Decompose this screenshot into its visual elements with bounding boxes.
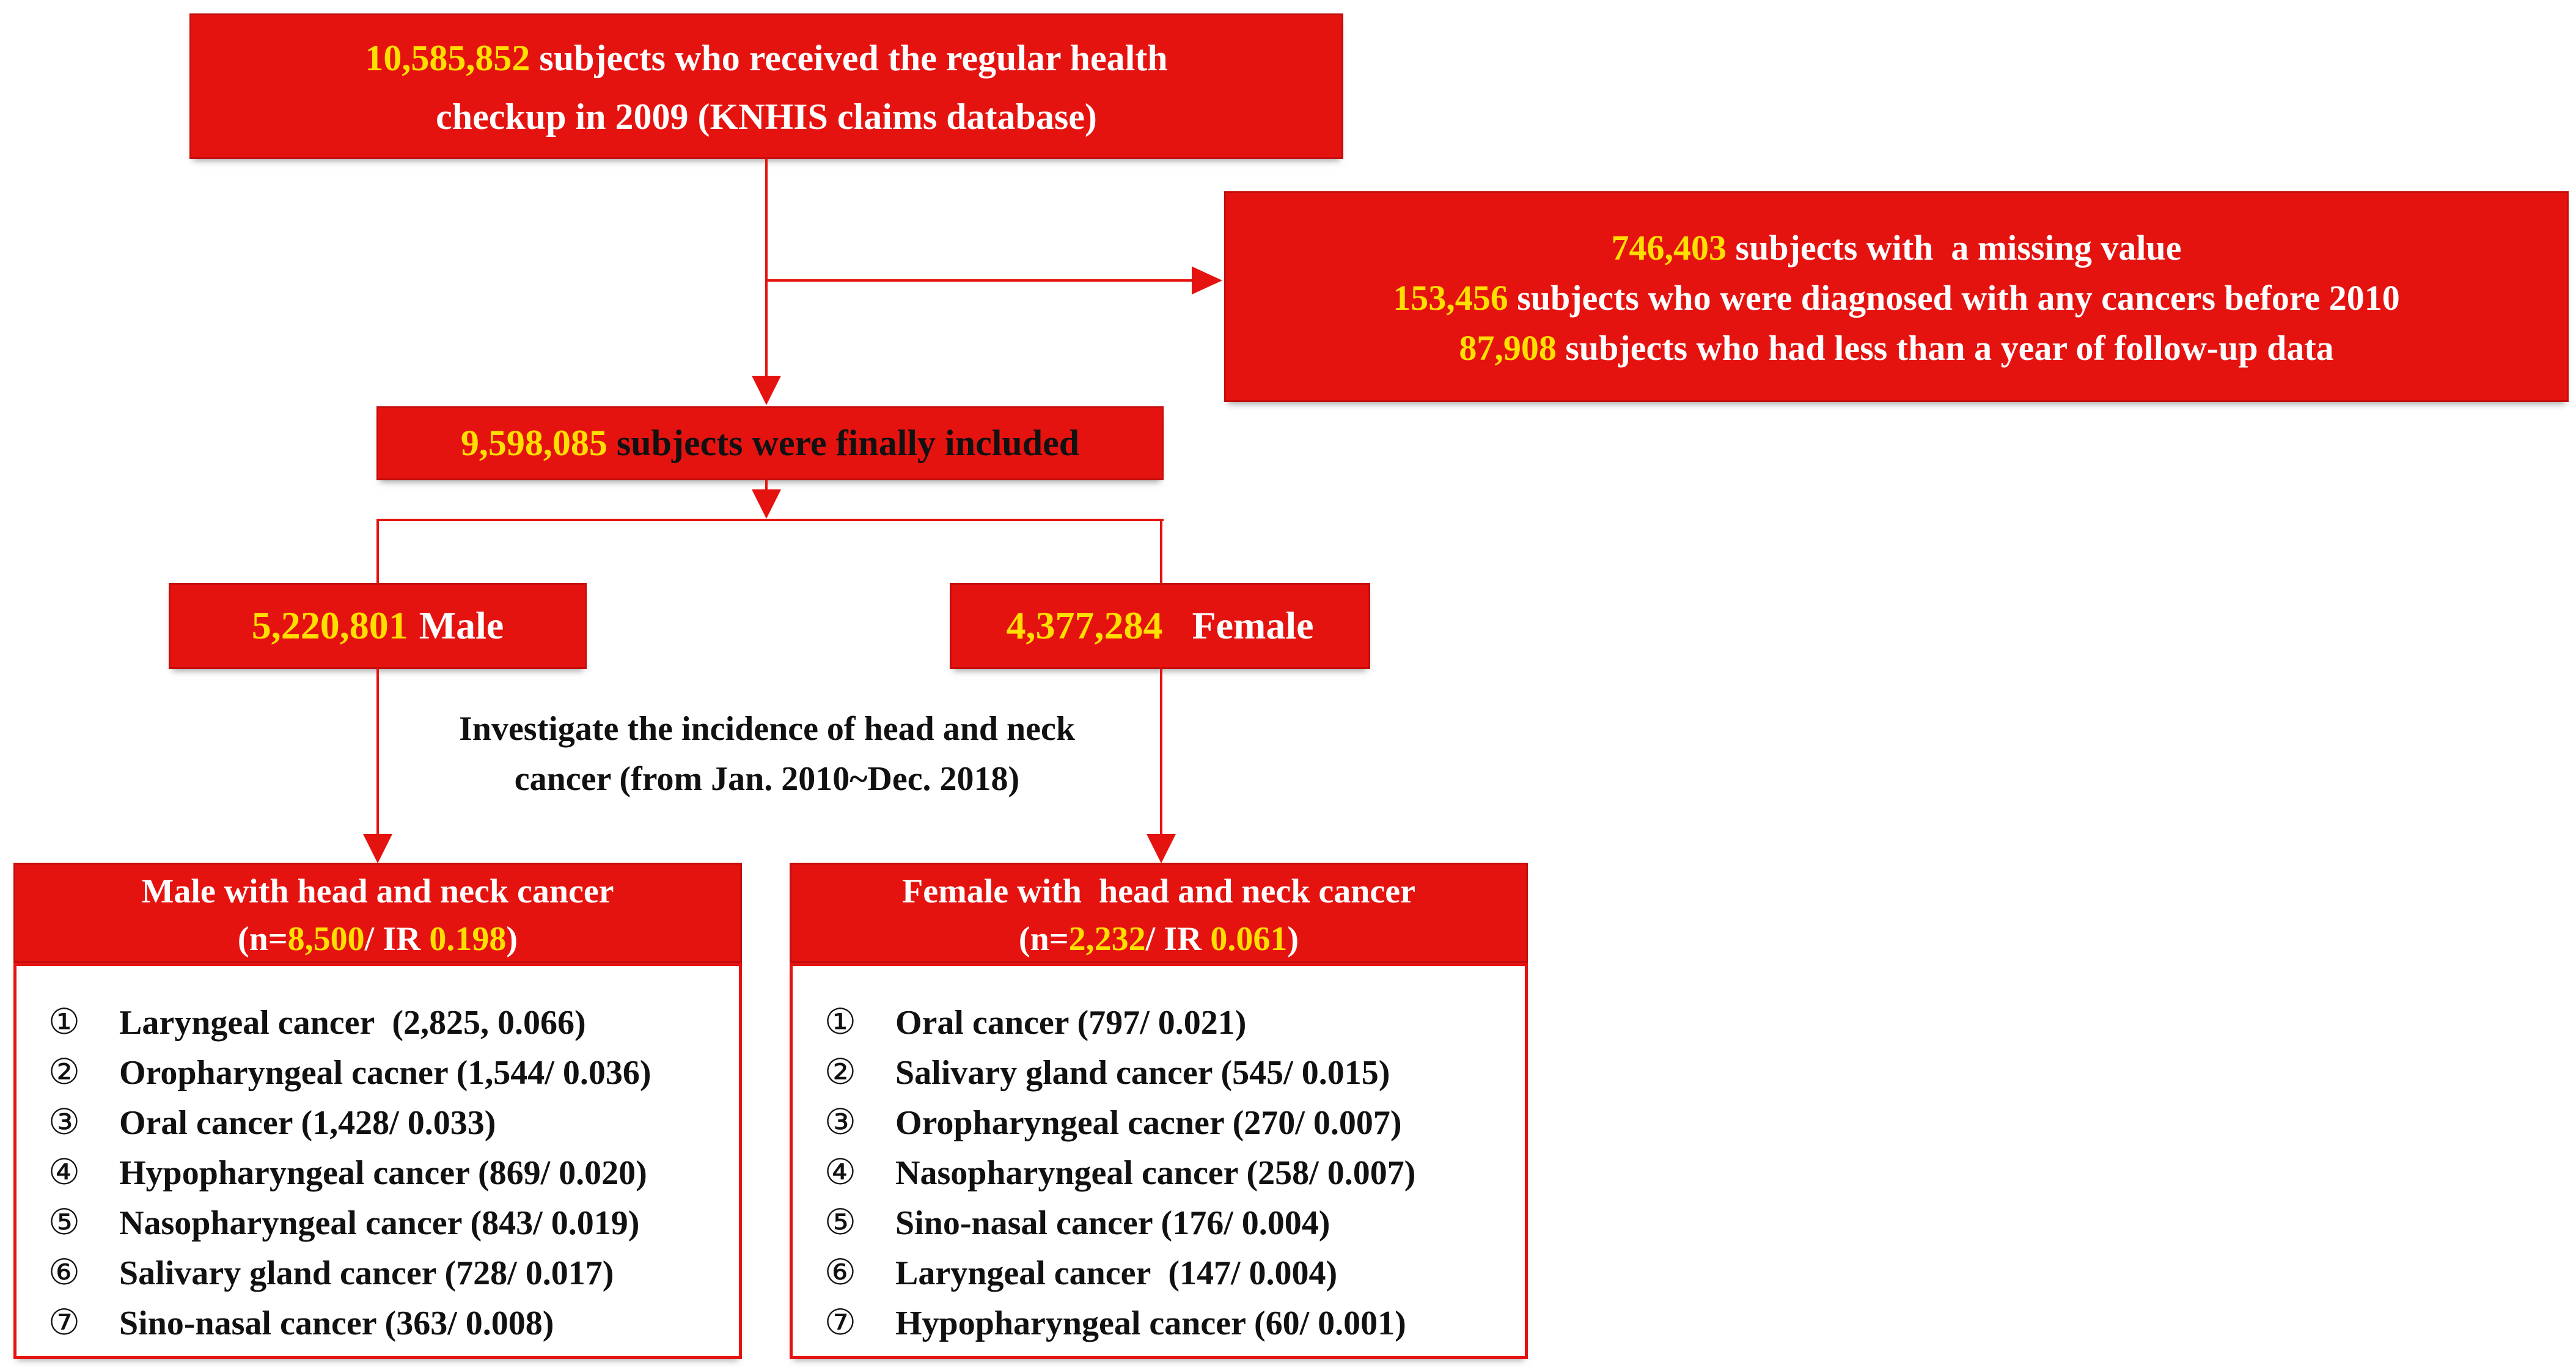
item-text: Nasopharyngeal cancer (843/ 0.019) — [119, 1204, 640, 1242]
item-circled-number: ① — [48, 1001, 80, 1042]
female-label: Female — [1192, 604, 1314, 647]
item-circled-number: ⑥ — [824, 1251, 856, 1293]
arrowhead-into-exclusion-box — [1192, 266, 1222, 294]
top-cohort-count: 10,585,852 — [365, 38, 530, 78]
list-item: ④ Hypopharyngeal cancer (869/ 0.020) — [48, 1147, 739, 1197]
item-circled-number: ② — [48, 1051, 80, 1092]
list-item: ② Oropharyngeal cacner (1,544/ 0.036) — [48, 1047, 739, 1097]
connector-top-to-included — [765, 159, 768, 376]
item-circled-number: ③ — [48, 1101, 80, 1143]
item-circled-number: ⑦ — [824, 1301, 856, 1343]
item-circled-number: ④ — [824, 1151, 856, 1193]
list-item: ⑤ Sino-nasal cancer (176/ 0.004) — [824, 1197, 1525, 1247]
list-item: ⑥ Laryngeal cancer (147/ 0.004) — [824, 1247, 1525, 1297]
female-results-header: Female with head and neck cancer (n=2,23… — [790, 863, 1528, 963]
item-text: Hypopharyngeal cancer (869/ 0.020) — [119, 1154, 647, 1192]
item-text: Sino-nasal cancer (176/ 0.004) — [895, 1204, 1330, 1242]
connector-included-down — [765, 480, 768, 491]
top-cohort-text-line2: checkup in 2009 (KNHIS claims database) — [436, 97, 1097, 137]
exclusion-text-short-followup: subjects who had less than a year of fol… — [1556, 328, 2334, 368]
exclusion-text-prior-cancer: subjects who were diagnosed with any can… — [1508, 278, 2400, 318]
exclusion-count-missing: 746,403 — [1611, 228, 1727, 268]
included-count: 9,598,085 — [460, 423, 607, 463]
investigation-note-line1: Investigate the incidence of head and ne… — [459, 710, 1075, 748]
item-text: Oropharyngeal cacner (1,544/ 0.036) — [119, 1054, 651, 1092]
list-item: ⑦ Hypopharyngeal cancer (60/ 0.001) — [824, 1297, 1525, 1347]
item-text: Oral cancer (797/ 0.021) — [895, 1004, 1247, 1042]
exclusion-line-prior-cancer: 153,456 subjects who were diagnosed with… — [1226, 273, 2567, 323]
connector-split-horizontal — [376, 519, 1164, 521]
female-cancer-list: ① Oral cancer (797/ 0.021) ② Salivary glan… — [790, 963, 1528, 1359]
list-item: ④ Nasopharyngeal cancer (258/ 0.007) — [824, 1147, 1525, 1197]
female-results-title: Female with head and neck cancer — [902, 872, 1415, 910]
item-circled-number: ⑥ — [48, 1251, 80, 1293]
connector-to-exclusions — [765, 279, 1193, 282]
exclusion-text-missing: subjects with a missing value — [1727, 228, 2182, 268]
arrowhead-into-included-box — [752, 376, 781, 405]
male-cohort-box: 5,220,801 Male — [169, 583, 587, 669]
item-text: Laryngeal cancer (147/ 0.004) — [895, 1254, 1338, 1292]
top-cohort-box: 10,585,852 subjects who received the reg… — [189, 13, 1343, 159]
female-ir-value: 0.061 — [1210, 920, 1288, 958]
male-cancer-list: ① Laryngeal cancer (2,825, 0.066) ② Oropha… — [13, 963, 742, 1359]
investigation-note-line2: cancer (from Jan. 2010~Dec. 2018) — [514, 760, 1020, 798]
exclusion-box: 746,403 subjects with a missing value 15… — [1224, 191, 2569, 402]
exclusion-count-prior-cancer: 153,456 — [1393, 278, 1508, 318]
exclusion-count-short-followup: 87,908 — [1459, 328, 1557, 368]
arrowhead-at-split — [752, 489, 781, 519]
male-ir-prefix: / IR — [364, 920, 430, 958]
female-n-value: 2,232 — [1068, 920, 1146, 958]
item-text: Oral cancer (1,428/ 0.033) — [119, 1104, 496, 1142]
male-count: 5,220,801 — [251, 604, 408, 647]
arrowhead-into-male-results — [363, 834, 392, 863]
list-item: ① Laryngeal cancer (2,825, 0.066) — [48, 997, 739, 1047]
list-item: ③ Oral cancer (1,428/ 0.033) — [48, 1097, 739, 1147]
item-text: Laryngeal cancer (2,825, 0.066) — [119, 1004, 586, 1042]
item-text: Hypopharyngeal cancer (60/ 0.001) — [895, 1304, 1406, 1342]
list-item: ① Oral cancer (797/ 0.021) — [824, 997, 1525, 1047]
male-n-value: 8,500 — [287, 920, 365, 958]
top-cohort-text-line1: subjects who received the regular health — [530, 38, 1168, 78]
male-n-prefix: (n= — [237, 920, 288, 958]
list-item: ⑥ Salivary gland cancer (728/ 0.017) — [48, 1247, 739, 1297]
included-subjects-box: 9,598,085 subjects were finally included — [376, 406, 1164, 480]
male-suffix: ) — [506, 920, 518, 958]
list-item: ⑤ Nasopharyngeal cancer (843/ 0.019) — [48, 1197, 739, 1247]
exclusion-line-missing-value: 746,403 subjects with a missing value — [1226, 223, 2567, 273]
male-results-title: Male with head and neck cancer — [141, 872, 614, 910]
list-item: ② Salivary gland cancer (545/ 0.015) — [824, 1047, 1525, 1097]
female-count: 4,377,284 — [1006, 604, 1163, 647]
connector-split-to-female — [1160, 519, 1162, 583]
female-suffix: ) — [1287, 920, 1299, 958]
arrowhead-into-female-results — [1147, 834, 1176, 863]
male-label: Male — [419, 604, 504, 647]
item-circled-number: ⑤ — [824, 1201, 856, 1243]
item-circled-number: ① — [824, 1001, 856, 1042]
male-ir-value: 0.198 — [429, 920, 507, 958]
female-cohort-box: 4,377,284 Female — [950, 583, 1370, 669]
connector-female-to-results — [1160, 669, 1162, 835]
investigation-note: Investigate the incidence of head and ne… — [391, 704, 1143, 804]
item-circled-number: ⑦ — [48, 1301, 80, 1343]
item-circled-number: ③ — [824, 1101, 856, 1143]
item-circled-number: ② — [824, 1051, 856, 1092]
item-text: Salivary gland cancer (728/ 0.017) — [119, 1254, 614, 1292]
item-text: Sino-nasal cancer (363/ 0.008) — [119, 1304, 554, 1342]
connector-male-to-results — [376, 669, 379, 835]
exclusion-line-short-followup: 87,908 subjects who had less than a year… — [1226, 323, 2567, 373]
item-text: Salivary gland cancer (545/ 0.015) — [895, 1054, 1390, 1092]
connector-split-to-male — [376, 519, 379, 583]
male-results-header: Male with head and neck cancer (n=8,500/… — [13, 863, 742, 963]
item-text: Oropharyngeal cacner (270/ 0.007) — [895, 1104, 1402, 1142]
item-circled-number: ④ — [48, 1151, 80, 1193]
list-item: ⑦ Sino-nasal cancer (363/ 0.008) — [48, 1297, 739, 1347]
female-ir-prefix: / IR — [1145, 920, 1211, 958]
included-text: subjects were finally included — [607, 423, 1080, 463]
item-text: Nasopharyngeal cancer (258/ 0.007) — [895, 1154, 1416, 1192]
female-n-prefix: (n= — [1018, 920, 1069, 958]
list-item: ③ Oropharyngeal cacner (270/ 0.007) — [824, 1097, 1525, 1147]
item-circled-number: ⑤ — [48, 1201, 80, 1243]
